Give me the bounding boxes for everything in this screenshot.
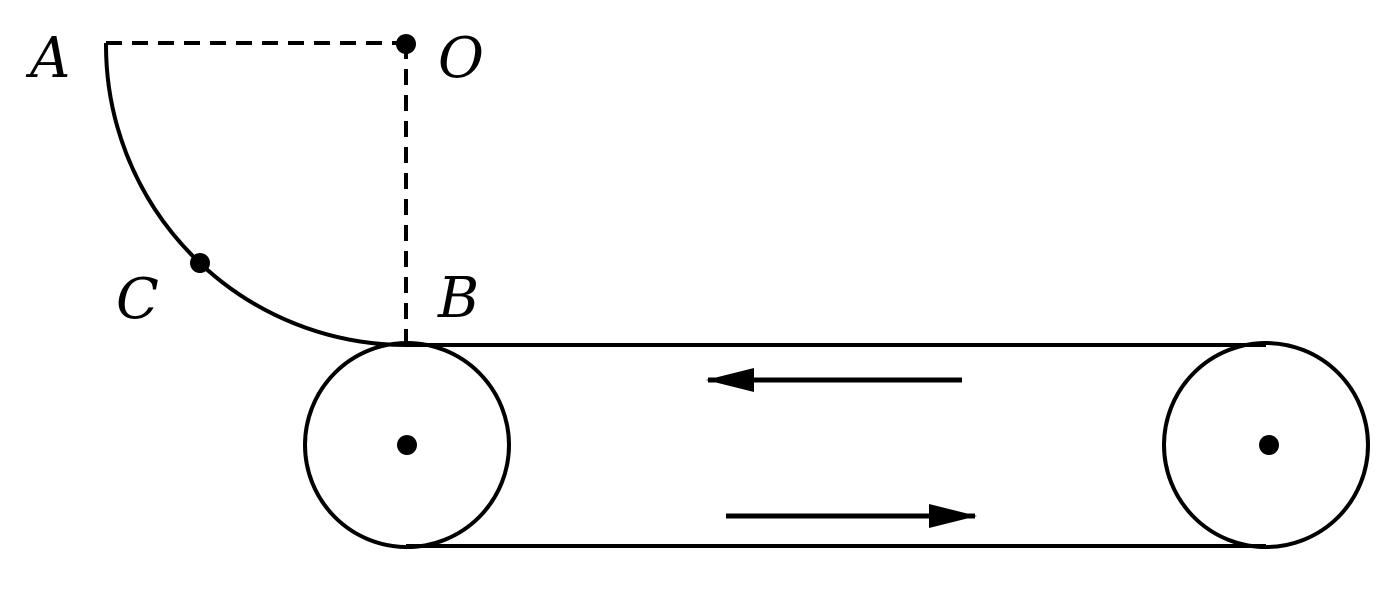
right-pulley <box>1162 341 1370 549</box>
point-o-dot <box>396 34 416 54</box>
label-b: B <box>437 266 479 331</box>
point-c-dot <box>190 253 210 273</box>
right-pulley-axle <box>1259 435 1279 455</box>
label-c: C <box>116 267 159 332</box>
left-pulley <box>303 341 511 549</box>
left-pulley-axle <box>397 435 417 455</box>
label-a: A <box>25 26 70 91</box>
label-o: O <box>438 26 484 91</box>
